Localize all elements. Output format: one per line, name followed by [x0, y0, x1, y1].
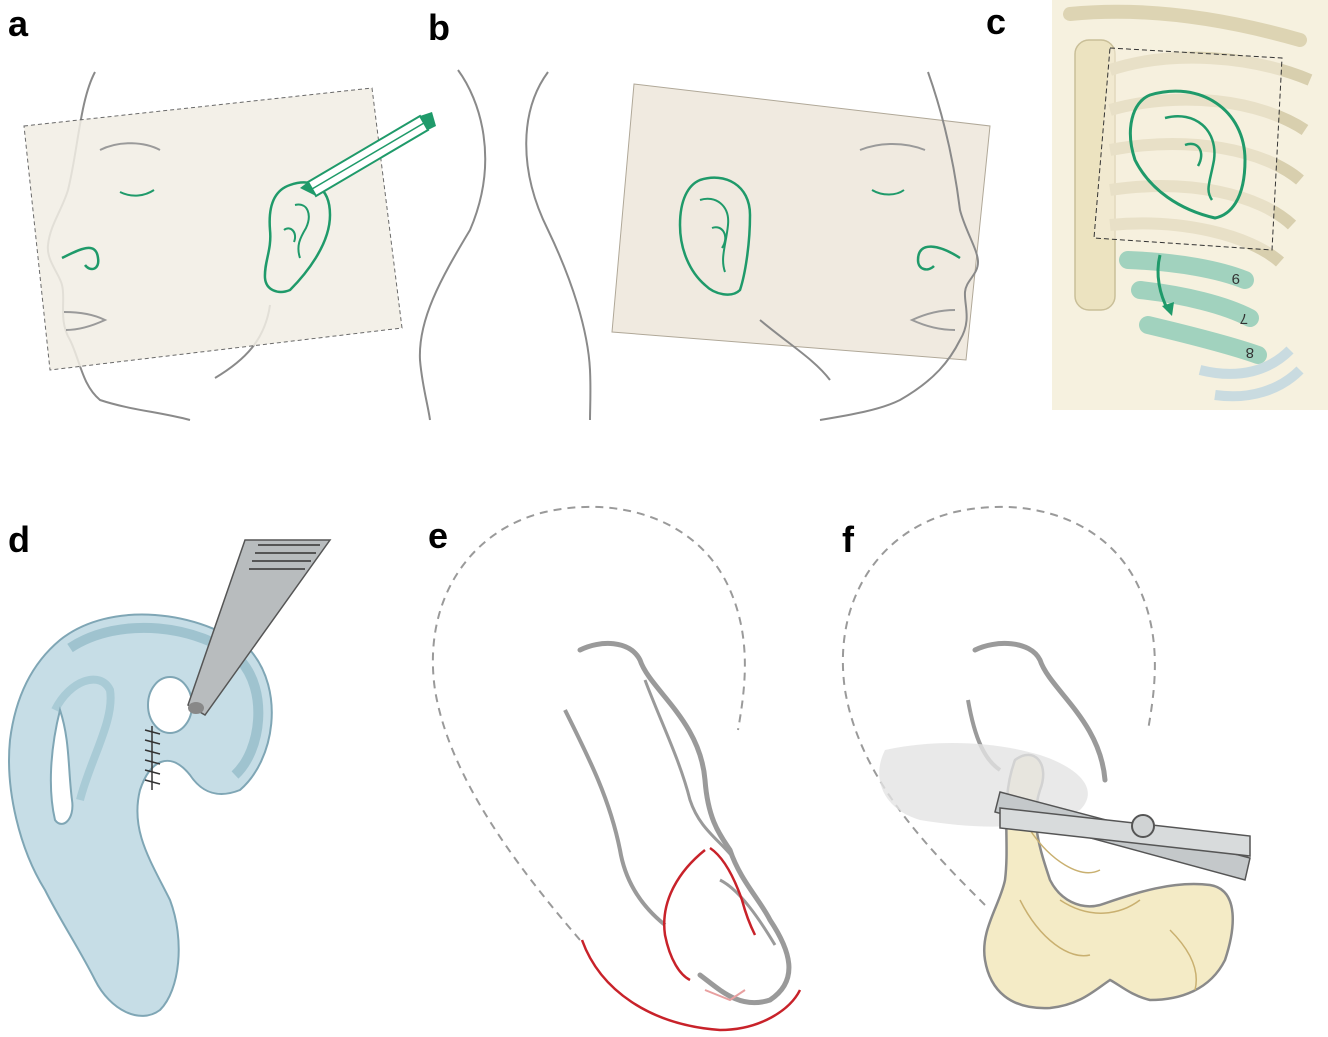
panel-a-template-film [23, 87, 403, 371]
panel-e-incision-line-2 [662, 849, 706, 982]
panel-a-ear-outline [263, 181, 332, 294]
panel-b-left-profile [418, 69, 487, 421]
forceps-icon [187, 539, 332, 716]
panel-e-lobule [719, 878, 777, 946]
panel-c-arrow-head [1162, 302, 1174, 316]
panel-f-cartilage-texture [1019, 829, 1197, 991]
rib-number-8: 8 [1246, 344, 1254, 361]
panel-d-cartilage-framework [8, 613, 273, 1017]
panel-a-lips [63, 311, 108, 331]
panel-c-clavicle [1063, 4, 1307, 47]
panel-b-right-profile [525, 71, 592, 421]
panel-b-eyebrow [859, 143, 926, 151]
panel-e-incision-line-3 [709, 846, 757, 936]
panel-b-eye [871, 189, 905, 196]
panel-b-head-outline [819, 71, 980, 421]
panel-f-skin-flap [982, 753, 1234, 1010]
panel-b-template-film [611, 83, 991, 361]
panel-e-inner-line [563, 709, 667, 927]
panel-a-illustration [23, 71, 436, 421]
pencil-icon [300, 112, 436, 198]
panel-e-illustration [431, 505, 802, 1032]
panel-e-incision-line [580, 939, 802, 1032]
panel-label-f: f [842, 519, 854, 560]
panel-f-illustration [841, 505, 1251, 1010]
panel-b-illustration [418, 69, 991, 421]
panel-label-c: c [986, 1, 1007, 42]
panel-b-nose [916, 245, 961, 271]
panel-f-remnant-outline [972, 640, 1108, 783]
panel-a-ear-inner [294, 203, 310, 259]
panel-a-ear-concha [283, 227, 296, 243]
panel-e-inner-line-2 [643, 679, 737, 861]
panel-c-ear-inner [1164, 115, 1216, 201]
panel-label-e: e [428, 515, 449, 556]
panel-c-ear-concha [1184, 142, 1203, 167]
panel-a-eyebrow [99, 142, 161, 151]
panel-b-lips [909, 309, 956, 331]
scissors-icon [994, 791, 1251, 881]
panel-b-ear-inner [699, 197, 730, 273]
panel-c-illustration: 9 7 8 [1052, 0, 1328, 410]
panel-label-a: a [8, 3, 29, 44]
panel-c-ear-outline [1128, 89, 1247, 220]
panel-d-illustration [8, 539, 332, 1017]
rib-number-9: 9 [1232, 270, 1240, 287]
panel-c-costal-cartilage [1119, 251, 1267, 364]
panel-b-neck [759, 319, 831, 381]
panel-label-b: b [428, 7, 450, 48]
panel-d-antihelix [51, 675, 115, 801]
panel-f-ear-dashed-outline [841, 505, 1156, 906]
panel-a-nose [61, 246, 100, 271]
panel-e-ear-dashed-outline [431, 505, 746, 941]
rib-number-7: 7 [1240, 310, 1248, 327]
panel-d-sutures [144, 726, 161, 790]
panel-e-remnant-outline [577, 640, 792, 1006]
panel-b-ear-concha [711, 226, 727, 249]
panel-a-eye [119, 189, 155, 197]
panel-d-cavity-1 [147, 676, 193, 734]
panel-e-incision-marker [704, 989, 746, 1002]
panel-c-lower-ribs [1198, 346, 1304, 402]
panel-label-d: d [8, 519, 30, 560]
panel-d-cavity-2 [49, 706, 74, 825]
panel-b-ear-outline [678, 176, 752, 296]
panel-c-template-film [1093, 47, 1283, 251]
